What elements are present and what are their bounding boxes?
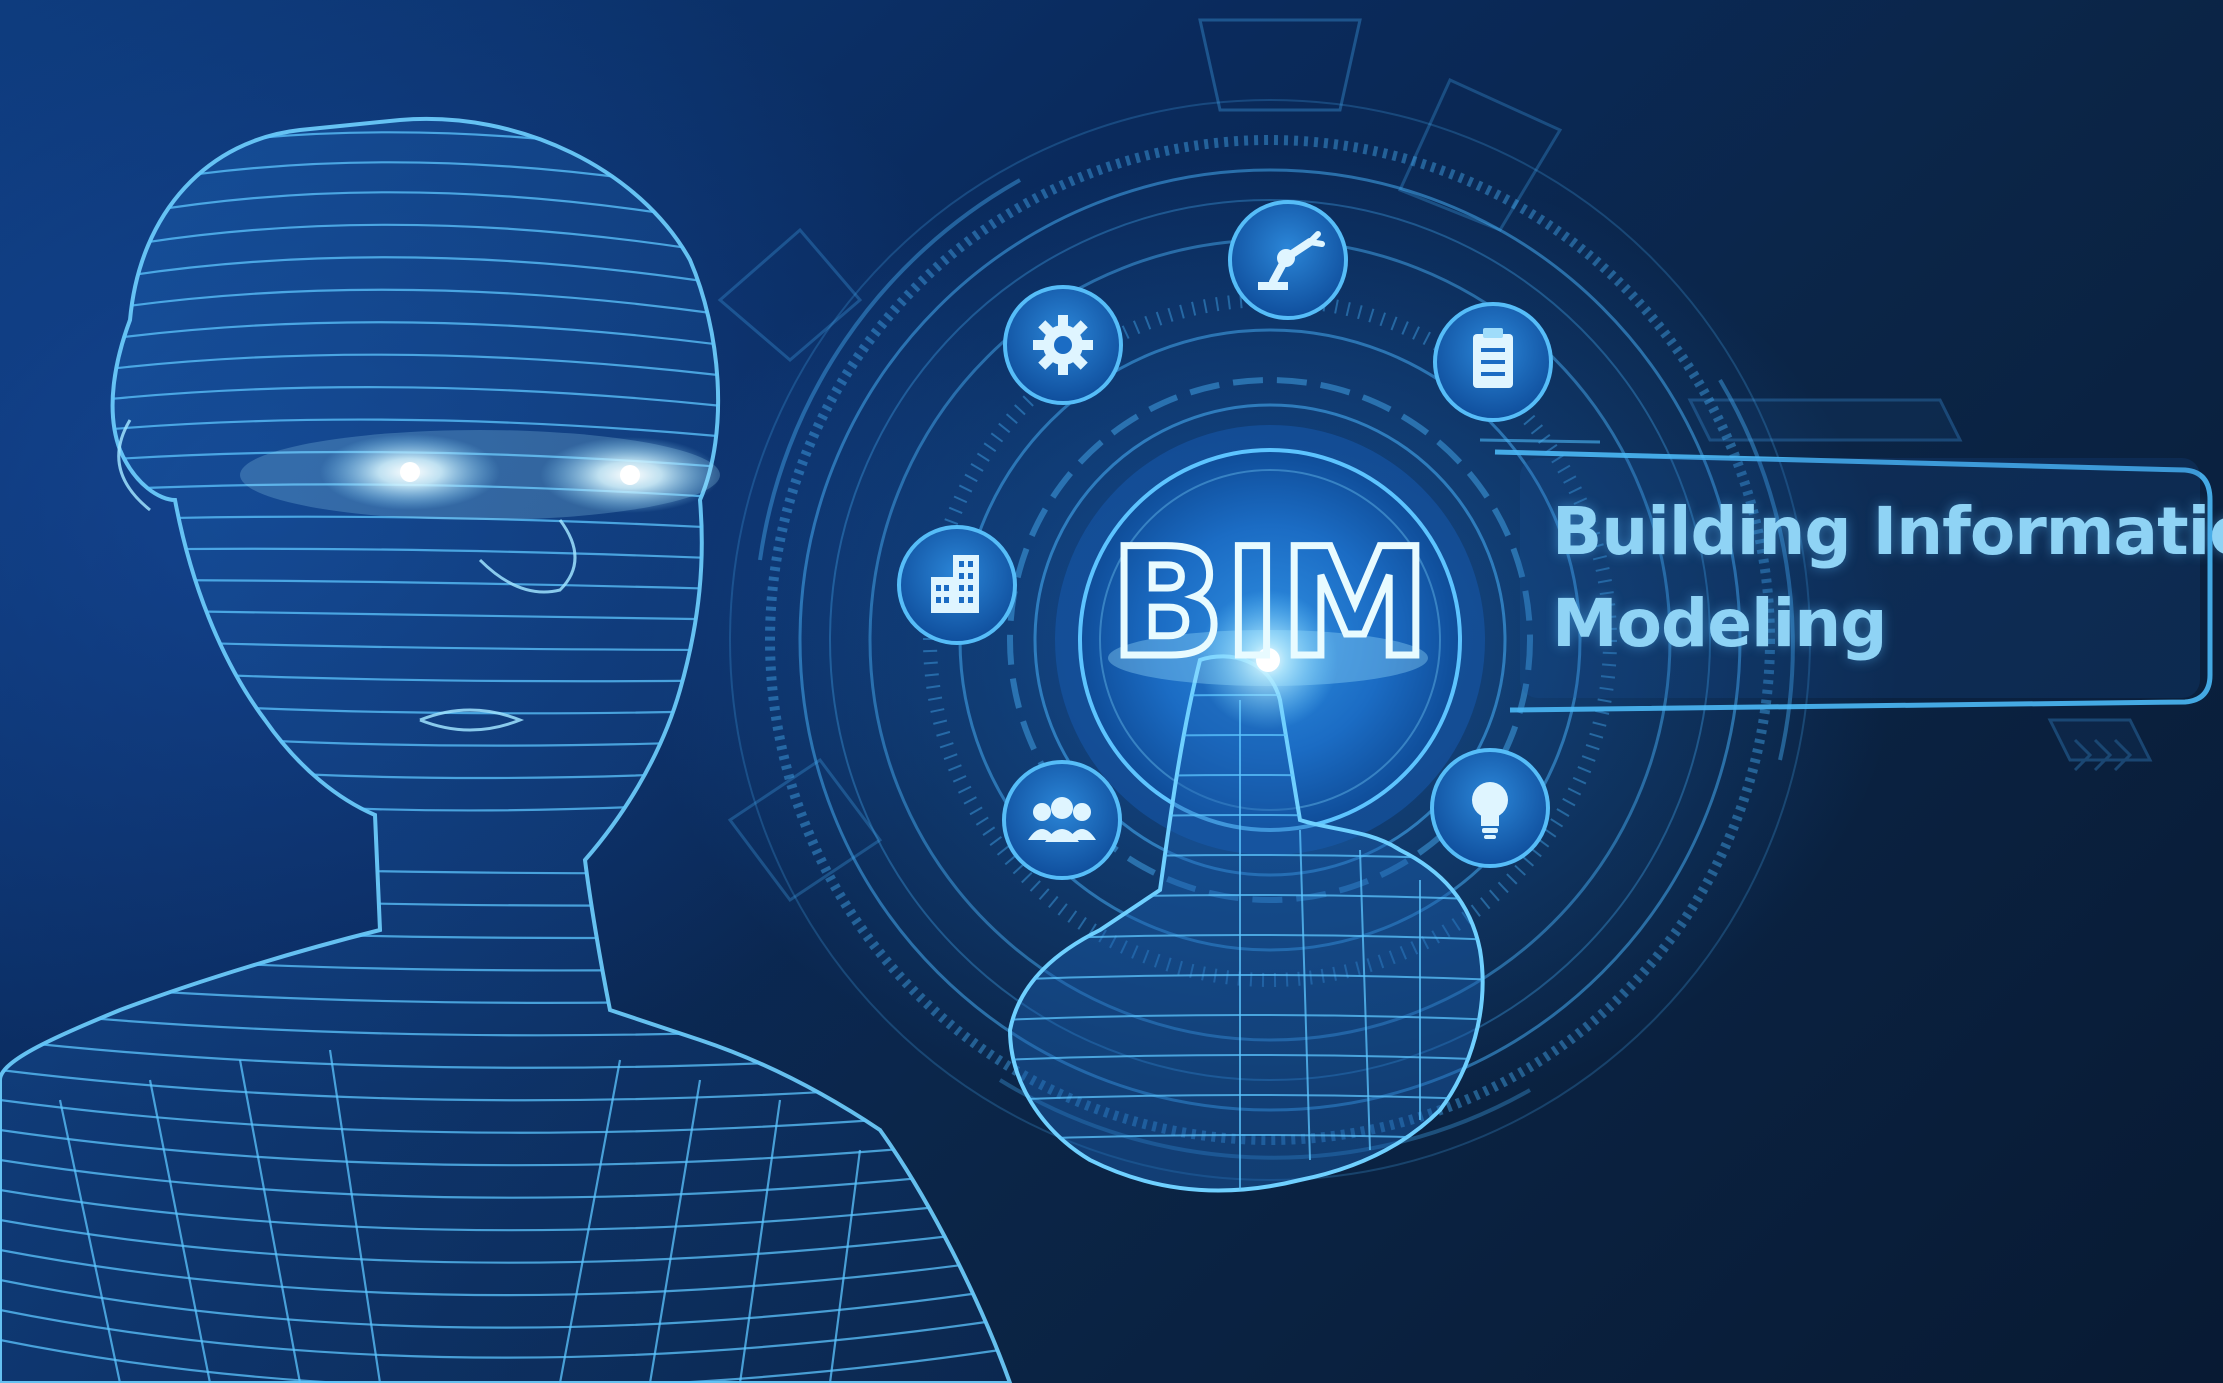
robot-arm-icon <box>1258 231 1325 290</box>
ring-icon-buildings <box>897 525 1017 645</box>
wireframe-humanoid <box>0 116 1013 1383</box>
background-panels <box>1687 398 2153 772</box>
ring-icon-lightbulb <box>1430 748 1550 868</box>
bim-label: Building Information Modeling <box>1532 455 2223 700</box>
people-icon <box>1028 797 1096 842</box>
touch-flare <box>1108 590 1428 730</box>
lightbulb-icon <box>1472 782 1508 839</box>
buildings-icon <box>931 555 979 613</box>
ring-icon-clipboard <box>1433 302 1553 422</box>
label-line-1: Building Information <box>1552 492 2223 570</box>
label-frame <box>1479 438 2213 713</box>
ring-icon-gear <box>1003 285 1123 405</box>
ring-icon-robot-arm <box>1228 200 1348 320</box>
clipboard-icon <box>1473 328 1513 388</box>
label-line-2: Modeling <box>1552 584 1888 662</box>
bim-badge-text: BIM <box>1110 517 1429 691</box>
ring-icon-people <box>1002 760 1122 880</box>
gear-icon <box>1033 315 1093 375</box>
